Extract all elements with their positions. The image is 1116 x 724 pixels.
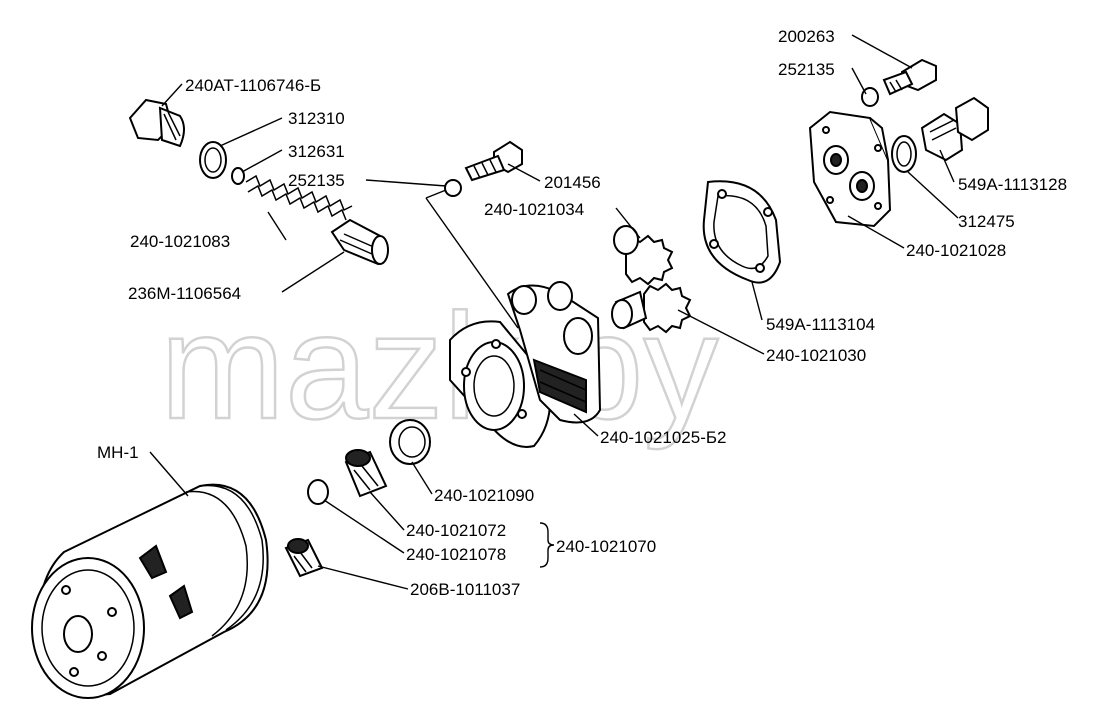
ring-312310 [199,141,227,179]
ring-240-1021078 [307,479,329,505]
label-240-1021034: 240-1021034 [484,200,584,219]
washer-252135-top [861,87,879,107]
label-252135-top: 252135 [778,60,835,79]
bearing-206b-1011037 [284,538,324,578]
spring-240-1021083 [245,174,353,221]
label-549a-1113104: 549А-1113104 [766,315,875,334]
cap-nut-240at [128,98,185,148]
washer-252135-mid [444,179,462,197]
ring-312631 [231,167,245,185]
part-labels: 200263 252135 240АТ-1106746-Б 312310 312… [97,27,1067,599]
gear-240-1021030 [611,282,692,334]
gear-240-1021034 [613,225,674,286]
bolt-201456 [464,140,523,182]
label-mh-1: МН-1 [97,443,139,462]
label-240-1021083: 240-1021083 [130,232,230,251]
label-206b-1011037: 206В-1011037 [410,580,520,599]
bolt-200263 [882,58,937,96]
plunger-236m-1106564 [330,218,389,266]
fitting-549a-1113128 [920,96,989,162]
label-240-1021025-b2: 240-1021025-Б2 [600,428,726,447]
label-201456: 201456 [544,173,601,192]
pump-housing [449,281,602,448]
label-549a-1113128: 549А-1113128 [958,175,1067,194]
label-240at-1106746-b: 240АТ-1106746-Б [185,76,321,95]
leader-lines [149,34,959,590]
bushing-240-1021072 [344,449,388,498]
drive-body-mh1 [31,483,269,699]
label-312631: 312631 [288,142,345,161]
label-240-1021028: 240-1021028 [906,241,1006,260]
label-240-1021030: 240-1021030 [766,346,866,365]
ring-312475 [891,135,917,173]
label-240-1021078: 240-1021078 [406,545,506,564]
label-236m-1106564: 236М-1106564 [128,284,241,303]
label-200263: 200263 [778,27,835,46]
gasket-549a-1113104 [702,180,782,284]
cover-240-1021028 [808,110,892,228]
label-252135-mid: 252135 [288,171,345,190]
label-240-1021090: 240-1021090 [434,486,534,505]
label-312475: 312475 [958,212,1015,231]
label-240-1021070: 240-1021070 [556,537,656,556]
label-240-1021072: 240-1021072 [406,521,506,540]
label-312310: 312310 [288,109,345,128]
